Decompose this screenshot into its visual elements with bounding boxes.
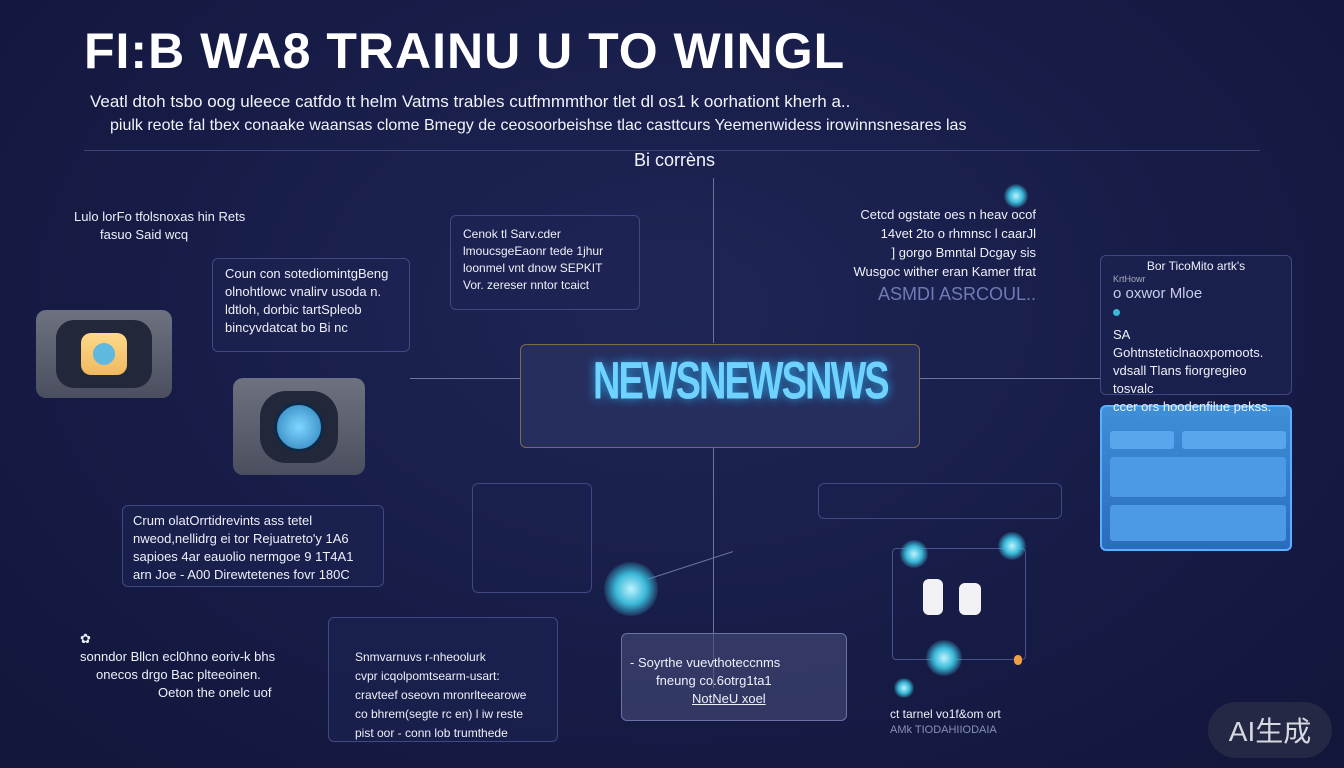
card-line: cvpr icqolpomtsearm-usart: <box>355 669 500 683</box>
sparkle-icon <box>604 562 658 616</box>
indicator-light <box>1014 655 1022 665</box>
leaf-icon: ✿ <box>80 631 91 646</box>
card-line: - Soyrthe vuevthoteccnms <box>630 655 781 670</box>
subtitle-line-2: piulk reote fal tbex conaake waansas clo… <box>110 117 967 134</box>
card-line: vdsall Tlans fiorgregieo tosvalc <box>1113 363 1247 396</box>
card-line: cravteef oseovn mronrlteearowe <box>355 688 527 702</box>
card-line: Snmvarnuvs r-nheoolurk <box>355 650 486 664</box>
card-line: sonndor Bllcn ecl0hno eoriv-k bhs <box>80 649 276 664</box>
node-icon <box>926 640 962 676</box>
card-line: Wusgoc wither eran Kamer tfrat <box>853 264 1036 279</box>
card-line: 14vet 2to o rhmnsc l caarJl <box>880 226 1036 241</box>
node-icon <box>998 532 1026 560</box>
card-faded-text: ASMDI ASRCOUL.. <box>877 284 1036 304</box>
card-line: onecos drgo Bac plteeoinen. <box>96 667 261 682</box>
plug-frame <box>892 548 1026 660</box>
card-line: fneung co.6otrg1ta1 <box>656 673 772 688</box>
subtitle-line-1: Veatl dtoh tsbo oog uleece catfdo tt hel… <box>90 92 851 111</box>
node-icon <box>894 678 914 698</box>
divider <box>84 150 1260 151</box>
connector-line <box>920 378 1100 379</box>
device-icon <box>1004 184 1028 208</box>
card-c: Cetcd ogstate oes n heav ocof 14vet 2to … <box>836 205 1036 304</box>
app-icon <box>81 333 127 375</box>
card-line: Crum olatOrrtidrevints ass tetel <box>133 513 313 528</box>
card-line: Cenok tl Sarv.cder <box>463 227 561 241</box>
card-line: Oeton the onelc uof <box>158 685 272 700</box>
card-e: Crum olatOrrtidrevints ass tetel nweod,n… <box>122 505 384 587</box>
card-small: KrtHowr <box>1113 274 1146 284</box>
ai-generated-badge: AI生成 <box>1208 702 1332 758</box>
card-line: Vor. zereser nntor tcaict <box>463 278 590 292</box>
card-line: Coun con sotediomintgBeng <box>225 266 389 281</box>
node-icon <box>900 540 928 568</box>
connector-line <box>713 448 714 688</box>
card-line: ] gorgo Bmntal Dcgay sis <box>891 245 1036 260</box>
card-line: SA Gohtnsteticlnaoxpomoots. <box>1113 327 1264 360</box>
plug-icon <box>923 579 943 615</box>
card-line: pist oor - conn lob trumthede <box>355 726 508 740</box>
connector-line <box>713 178 714 343</box>
section-label: Bi corrèns <box>634 150 716 170</box>
bottom-caption: ct tarnel vo1f&om ort AMk TIODAHIIODAIA <box>890 706 1001 738</box>
card-h: - Soyrthe vuevthoteccnms fneung co.6otrg… <box>621 633 847 721</box>
card-header: Bor TicoMito artk's <box>1146 259 1246 273</box>
card-line: Cetcd ogstate oes n heav ocof <box>860 207 1036 222</box>
card-line: lmoucsgeEaonr tede 1jhur <box>463 244 604 258</box>
chat-bubble-icon <box>274 401 324 452</box>
card-g: Snmvarnuvs r-nheoolurk cvpr icqolpomtsea… <box>328 617 558 742</box>
card-b: Cenok tl Sarv.cder lmoucsgeEaonr tede 1j… <box>450 215 640 310</box>
dashboard-panel[interactable] <box>1100 405 1292 551</box>
card-line: nweod,nellidrg ei tor Rejuatreto'y 1A6 <box>133 531 349 546</box>
status-dot <box>1113 309 1120 316</box>
frame <box>472 483 592 593</box>
card-f: ✿ sonndor Bllcn ecl0hno eoriv-k bhs onec… <box>80 630 275 702</box>
card-d: Bor TicoMito artk's KrtHowr o oxwor Mloe… <box>1100 255 1292 414</box>
note-top-left: Lulo lorFo tfolsnoxas hin Rets fasuo Sai… <box>74 208 245 244</box>
connector-line <box>647 551 733 580</box>
card-sub: o oxwor Mloe <box>1113 285 1203 302</box>
card-line: arn Joe - A00 Direwtetenes fovr 180C <box>133 567 350 582</box>
caption-line: AMk TIODAHIIODAIA <box>890 724 997 736</box>
card-line: co bhrem(segte rc en) l iw reste <box>355 707 524 721</box>
app-icon-card[interactable] <box>233 378 365 475</box>
card-line: loonmel vnt dnow SEPKIT <box>463 261 603 275</box>
waveform-label: NEWSNEWSNWS <box>593 352 890 412</box>
card-line: sapioes 4ar eauolio nermgoe 9 1T4A1 <box>133 549 354 564</box>
card-line: ldtloh, dorbic tartSpleob <box>225 302 362 317</box>
note-line: fasuo Said wcq <box>100 227 189 242</box>
card-line: NotNeU xoel <box>692 691 766 706</box>
caption-line: ct tarnel vo1f&om ort <box>890 707 1001 721</box>
page-title: FI:B WA8 TRAINU U TO WINGL <box>84 23 846 79</box>
waveform-panel: NEWSNEWSNWS <box>520 344 920 448</box>
card-a: Coun con sotediomintgBeng olnohtlowc vna… <box>212 258 410 352</box>
card-line: olnohtlowc vnalirv usoda n. <box>225 284 382 299</box>
frame <box>818 483 1062 519</box>
card-line: bincyvdatcat bo Bi nc <box>225 320 348 335</box>
connector-line <box>410 378 520 379</box>
app-icon-card[interactable] <box>36 310 172 398</box>
note-line: Lulo lorFo tfolsnoxas hin Rets <box>74 209 246 224</box>
card-line: ccer ors hoodenfilue pekss. <box>1113 399 1272 414</box>
plug-icon <box>959 583 981 615</box>
